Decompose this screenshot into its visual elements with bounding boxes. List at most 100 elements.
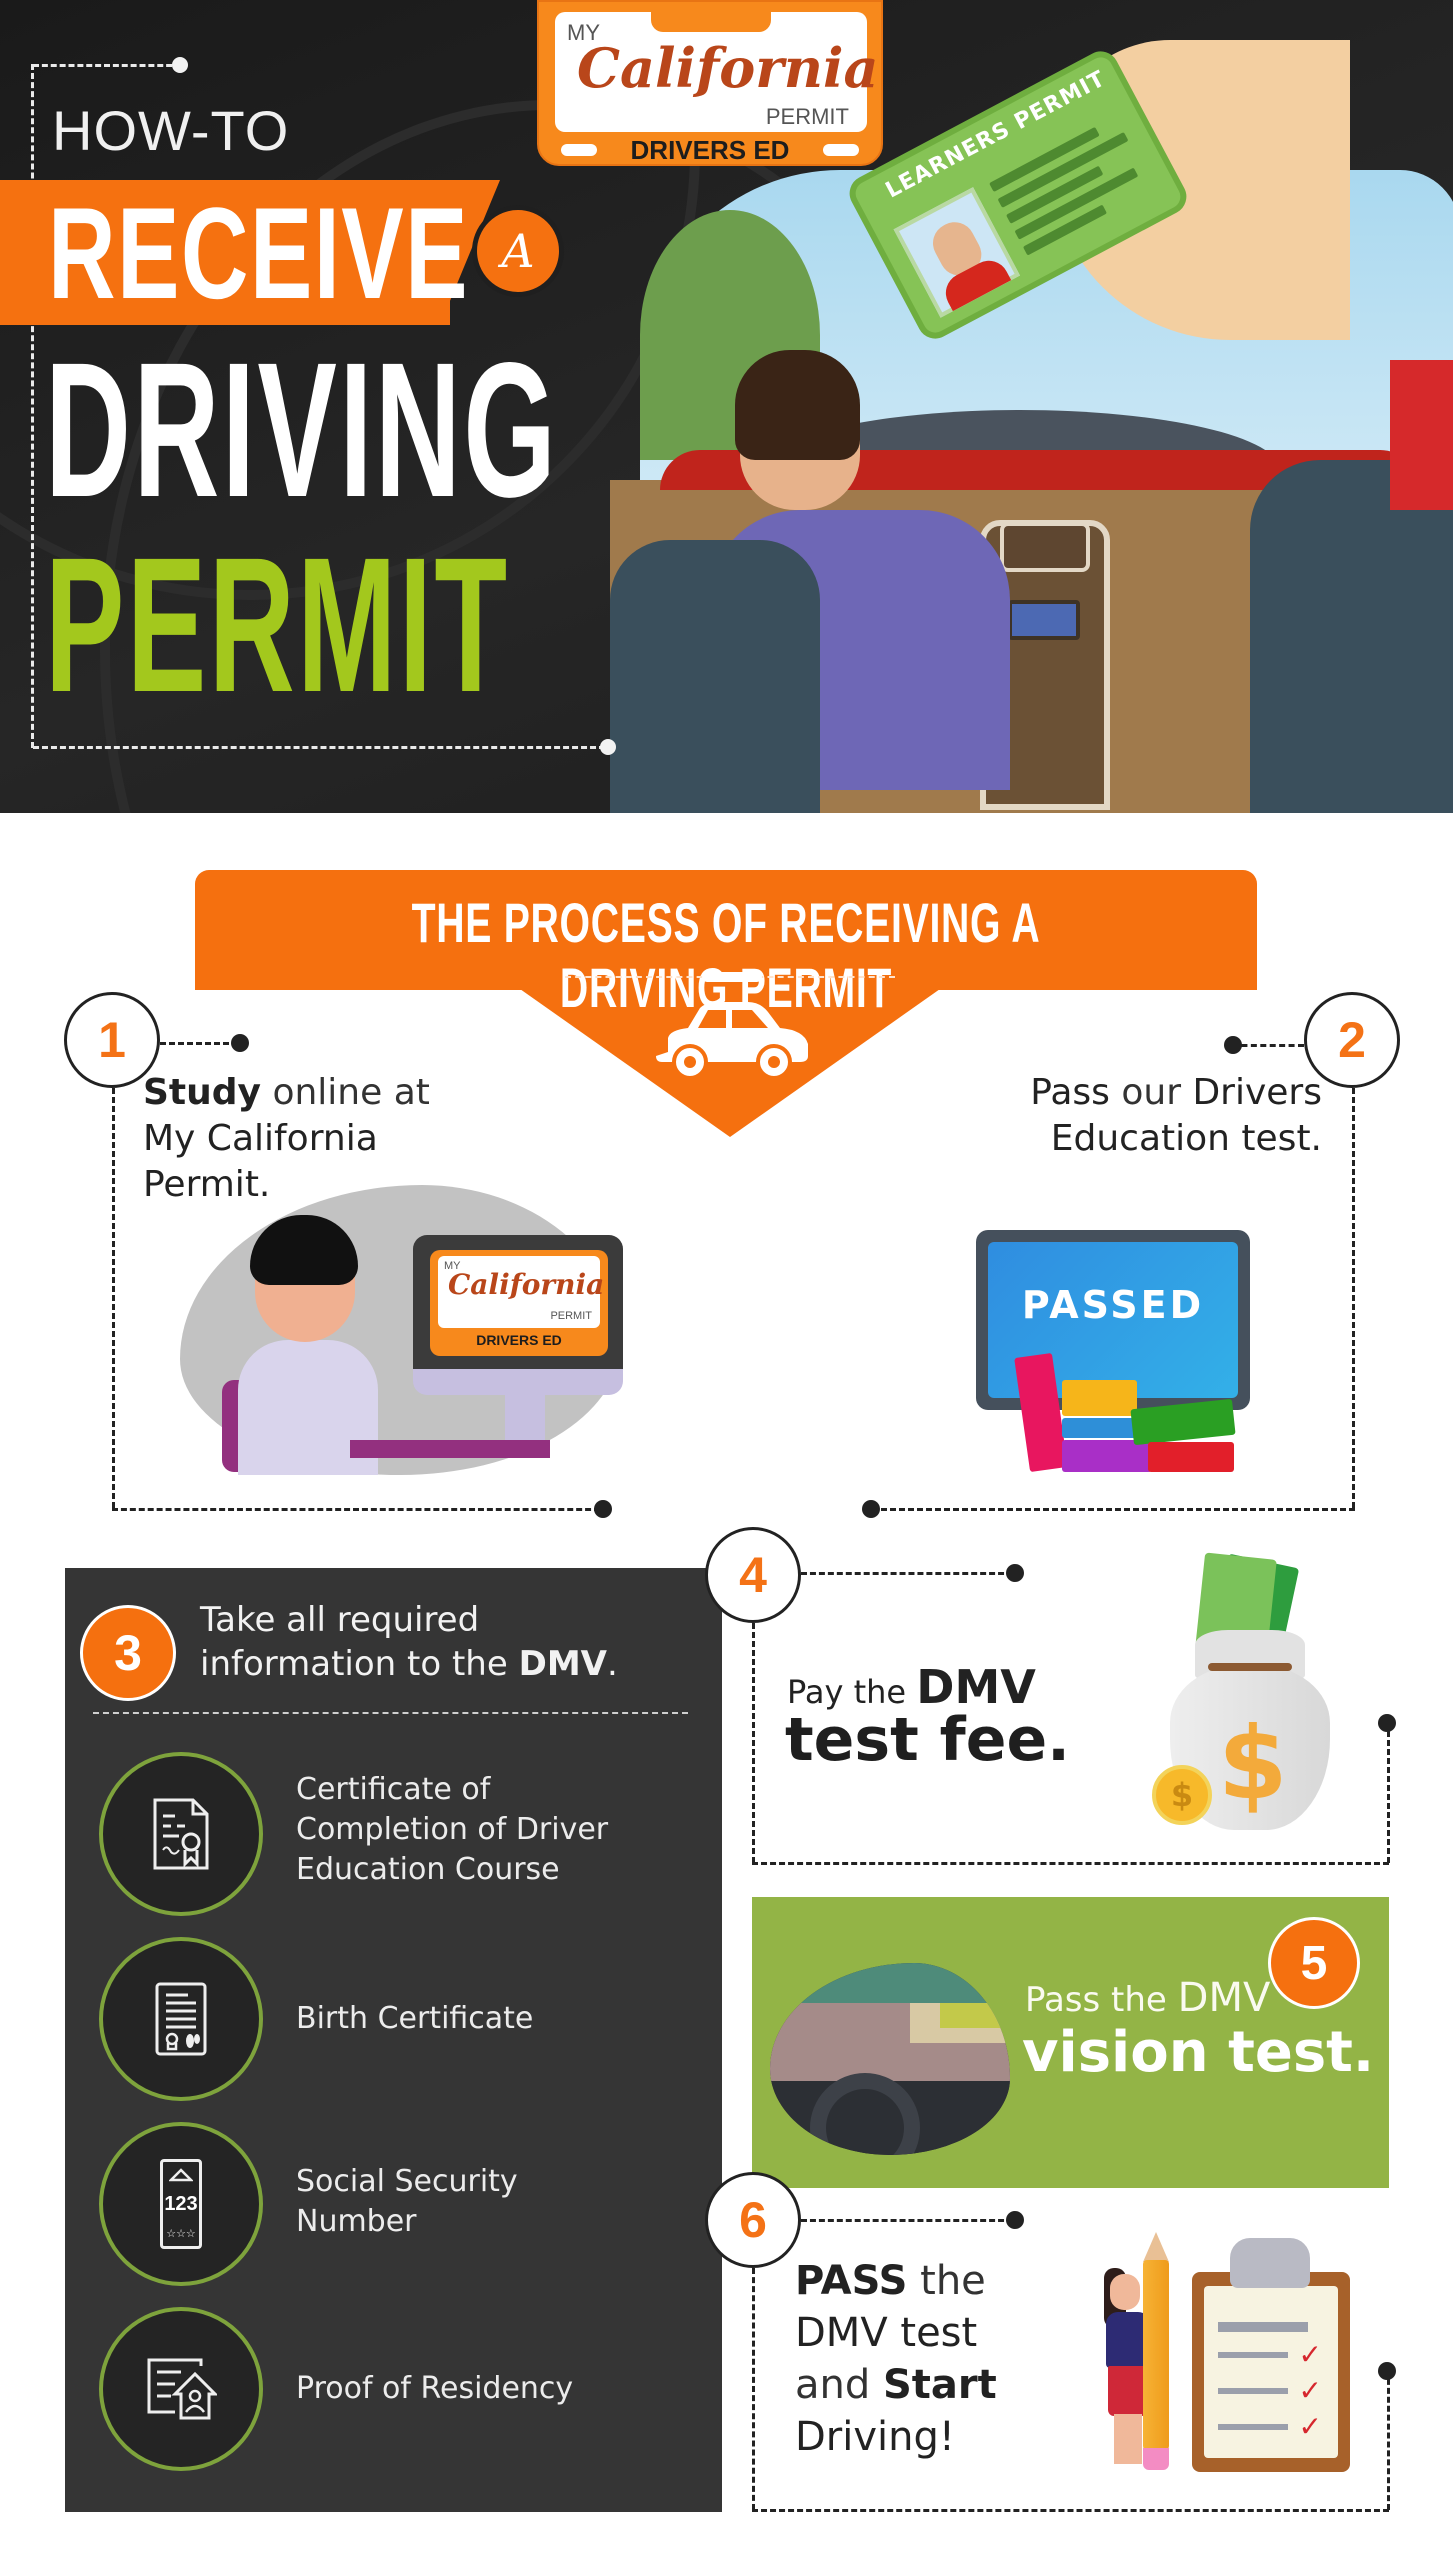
step-4-small-text: Pay the DMV	[787, 1660, 1036, 1714]
requirement-proof-of-residency	[99, 2307, 263, 2471]
step-1-text: Study online at My California Permit.	[143, 1070, 430, 1208]
requirement-1-line3: Education Course	[296, 1852, 560, 1887]
coin-icon: $	[1152, 1765, 1212, 1825]
step-6-connector	[801, 2219, 1013, 2222]
step-6-the: the	[907, 2258, 986, 2304]
hero-driving: DRIVING	[45, 322, 559, 537]
vision-grass	[940, 2003, 1010, 2028]
receive-band	[0, 180, 450, 325]
step-6-dot	[1006, 2211, 1024, 2229]
step-6-frame-dot	[1378, 2362, 1396, 2380]
step-4-frame-right	[1387, 1722, 1390, 1863]
book-yellow	[1062, 1380, 1137, 1416]
pencil-icon	[1143, 2260, 1169, 2450]
requirement-3-label: Social Security Number	[296, 2162, 518, 2242]
step-1-frame-dot	[594, 1500, 612, 1518]
step-1-frame-left	[112, 1088, 115, 1508]
clip-line	[1218, 2388, 1288, 2394]
vision-sky	[770, 1963, 1010, 2003]
step-6-number: 6	[705, 2172, 801, 2268]
monitor-logo-plate: MY California PERMIT	[438, 1256, 604, 1328]
step-2-text: Pass our Drivers Education test.	[1030, 1070, 1322, 1162]
clip-line	[1218, 2352, 1288, 2358]
step-2-frame-dot	[862, 1500, 880, 1518]
checkmark-icon: ✓	[1298, 2374, 1322, 2407]
requirement-2-line1: Birth Certificate	[296, 2001, 534, 2036]
woman-top	[1106, 2312, 1150, 2368]
step-5-dmv: DMV	[1177, 1975, 1271, 2021]
money-bag-tie	[1208, 1663, 1292, 1671]
hero-frame-top-line	[33, 64, 181, 67]
step-2-dot	[1224, 1036, 1242, 1054]
step-4-connector	[801, 1572, 1013, 1575]
monitor-logo-drivers-ed: DRIVERS ED	[476, 1332, 562, 1348]
step-3-dmv: DMV	[518, 1644, 607, 1684]
requirement-birth-certificate	[99, 1937, 263, 2101]
hero-frame-left-line	[31, 64, 34, 748]
step-2-light: our	[1109, 1072, 1193, 1113]
hero-receive: RECEIVE	[48, 180, 469, 326]
step-1-line3: Permit.	[143, 1164, 271, 1205]
hero-permit: PERMIT	[45, 517, 510, 732]
logo-slot-left	[561, 144, 597, 156]
requirement-2-label: Birth Certificate	[296, 1999, 533, 2039]
hero-howto: HOW-TO	[52, 99, 290, 162]
monitor-logo-california: California	[448, 1268, 605, 1301]
step-6-frame-right	[1387, 2370, 1390, 2510]
step-1-connector	[160, 1042, 238, 1045]
step-3-divider	[93, 1712, 688, 1714]
step-3-line2-suffix: .	[606, 1644, 618, 1684]
step-4-frame-left	[752, 1623, 755, 1863]
step-2-number: 2	[1304, 992, 1400, 1088]
step-1-dot	[231, 1034, 249, 1052]
step-5-big-text: vision test.	[1022, 2020, 1375, 2085]
step-4-frame-bottom	[752, 1862, 1389, 1865]
logo-permit: PERMIT	[765, 104, 849, 129]
ssn-number: 123	[164, 2193, 198, 2215]
step-6-frame-bottom	[752, 2509, 1389, 2512]
car-interior-illustration	[610, 150, 1453, 813]
logo-slot-right	[823, 144, 859, 156]
requirement-4-line1: Proof of Residency	[296, 2371, 574, 2406]
woman-legs	[1114, 2414, 1142, 2464]
process-title: THE PROCESS OF RECEIVING A DRIVING PERMI…	[411, 891, 1041, 1019]
passed-monitor: PASSED	[976, 1230, 1250, 1410]
driver-hair	[735, 350, 860, 460]
logo-notch	[651, 12, 771, 32]
passed-text: PASSED	[1021, 1283, 1205, 1327]
step-5-number: 5	[1268, 1917, 1360, 2009]
logo-california: California	[577, 36, 879, 100]
step-5-pass-the: Pass the	[1025, 1980, 1178, 2020]
step-3-text: Take all required information to the DMV…	[200, 1598, 618, 1686]
step-3-number: 3	[80, 1605, 176, 1701]
step-2-bold: Pass	[1030, 1072, 1110, 1113]
clipboard-icon: ✓ ✓ ✓	[1192, 2272, 1350, 2472]
monitor-logo-my: MY	[444, 1260, 461, 1272]
hero-frame-bottom-line	[33, 746, 605, 749]
clipboard-clip	[1230, 2238, 1310, 2288]
requirement-3-line1: Social Security	[296, 2164, 518, 2199]
step-6-dmv-test: DMV test	[795, 2310, 978, 2356]
radio-screen	[1008, 600, 1080, 640]
requirement-4-label: Proof of Residency	[296, 2369, 573, 2409]
certificate-icon	[153, 1798, 209, 1870]
step-5-small-text: Pass the DMV	[1025, 1975, 1270, 2021]
checkmark-icon: ✓	[1298, 2338, 1322, 2371]
step-2-connector	[1232, 1044, 1304, 1047]
step-6-text: PASS the DMV test and Start Driving!	[795, 2255, 997, 2463]
my-california-permit-logo[interactable]: MY California PERMIT DRIVERS ED	[537, 0, 883, 166]
step-2-frame-right	[1352, 1088, 1355, 1508]
step-2-line2: Education test.	[1050, 1118, 1322, 1159]
requirement-1-line1: Certificate of	[296, 1772, 491, 1807]
checkmark-icon: ✓	[1298, 2410, 1322, 2443]
hero-frame-dot-top	[172, 57, 188, 73]
step-2-bold2: Drivers	[1192, 1072, 1322, 1113]
clip-line	[1218, 2424, 1288, 2430]
step-1-number: 1	[64, 992, 160, 1088]
step-1-light: online at	[261, 1072, 430, 1113]
desk	[350, 1440, 550, 1458]
clipboard-paper: ✓ ✓ ✓	[1204, 2286, 1338, 2458]
car-icon	[656, 1002, 808, 1080]
monitor-stand	[505, 1395, 545, 1443]
step-4-number: 4	[705, 1527, 801, 1623]
